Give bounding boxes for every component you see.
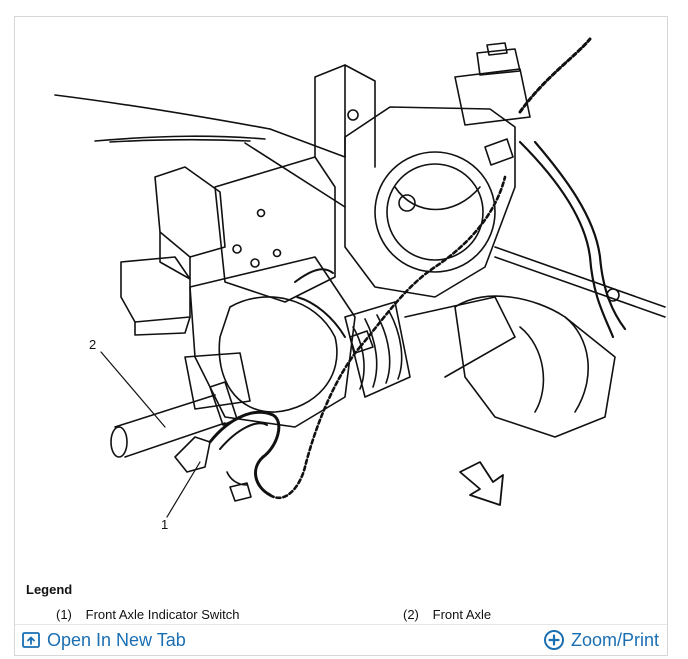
legend-title: Legend [26,582,73,597]
zoom-print-label: Zoom/Print [570,629,659,650]
open-in-new-tab-label: Open In New Tab [47,629,186,650]
legend-item-front-axle: (2) Front Axle [403,607,491,622]
open-in-new-tab-icon [22,632,40,648]
legend-item-number: (2) [403,607,419,622]
zoom-print-button[interactable]: Zoom/Print [543,629,659,651]
callout-1: 1 [161,517,168,532]
diagram-line-art: 2 1 [54,37,666,532]
legend-item-number: (1) [56,607,72,622]
legend-item-label: Front Axle Indicator Switch [85,607,240,622]
open-in-new-tab-button[interactable]: Open In New Tab [21,629,186,651]
diagram-frame: 2 1 Legend (1) Front Axle Indicator Swit… [14,16,668,656]
callout-2: 2 [89,337,96,352]
zoom-plus-icon [543,630,564,650]
front-axle-diagram: 2 1 [15,17,667,577]
legend-item-front-axle-indicator-switch: (1) Front Axle Indicator Switch [56,607,240,622]
legend-item-label: Front Axle [432,607,492,622]
image-toolbar: Open In New Tab Zoom/Print [15,624,667,655]
